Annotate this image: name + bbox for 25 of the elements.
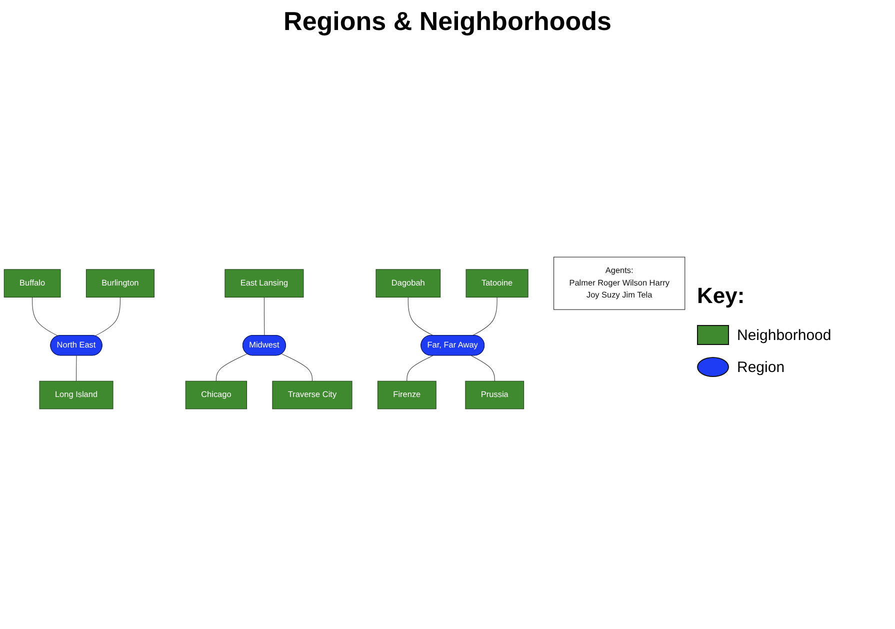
legend-text: Neighborhood xyxy=(737,326,832,344)
node-box: Dagobah xyxy=(376,269,441,298)
node-box: Burlington xyxy=(86,269,154,298)
node-box: Firenze xyxy=(377,380,436,410)
key-heading: Key: xyxy=(697,283,746,309)
connector xyxy=(408,296,434,336)
connector xyxy=(471,355,495,382)
connector xyxy=(32,296,58,336)
legend-text: Region xyxy=(737,358,785,376)
node-box: Prussia xyxy=(465,380,524,410)
node-box: Tatooine xyxy=(466,269,528,298)
connector xyxy=(264,296,265,336)
connector xyxy=(76,355,77,382)
diagram-title: Regions & Neighborhoods xyxy=(282,6,612,37)
node-box: Long Island xyxy=(39,380,114,410)
connector xyxy=(281,354,312,382)
node-box: Chicago xyxy=(185,380,247,410)
node-box: Agents: Palmer Roger Wilson Harry Joy Suzy Jim Tela xyxy=(554,256,686,310)
connector xyxy=(216,354,248,382)
node-box: East Lansing xyxy=(224,269,304,298)
connector xyxy=(406,355,434,382)
node-box: Buffalo xyxy=(4,269,61,298)
connector xyxy=(94,296,120,336)
node-box: Traverse City xyxy=(272,380,352,410)
connector xyxy=(472,296,498,336)
